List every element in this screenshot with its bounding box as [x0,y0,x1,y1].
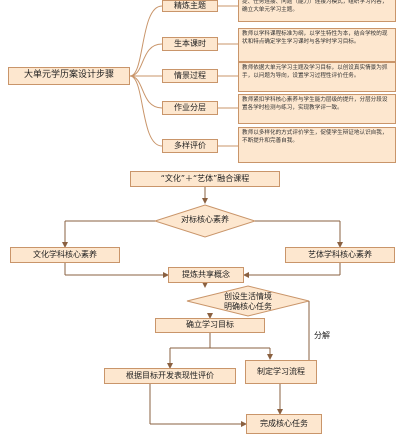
step-scenario-process-desc: 教师依据大单元学习主题及学习目标，以创设真实情景为抓手，以问题为导向，设置学习过… [238,62,396,92]
step-scenario-process: 情景过程 [162,69,218,83]
plan-learning-process: 制定学习流程 [245,360,317,384]
diamond-line-2: 明确核心任务 [224,302,272,311]
fusion-course-node: “文化”＋“艺体”融合课程 [130,171,280,187]
develop-performance-eval: 根据目标开发表现性评价 [104,368,236,384]
culture-core-literacy: 文化学科核心素养 [10,247,120,263]
complete-core-task: 完成核心任务 [246,414,322,434]
step-student-lesson: 生本课时 [162,37,218,51]
step-layered-homework-desc: 教师紧扣学科核心素养与学生能力层级的提升，分层分段设置各学时检测与练习，实现教学… [238,94,396,124]
diamond-life-scenario: 创设生活情境 明确核心任务 [203,292,293,312]
step-diverse-evaluation: 多样评价 [162,139,218,153]
step-diverse-evaluation-desc: 教师以多样化的方式评价学生，促使学生辩证地认识自我，不断提升和完善自我。 [238,127,396,163]
arts-core-literacy: 艺体学科核心素养 [285,247,395,263]
decompose-label: 分解 [314,331,330,340]
step-refine-theme-desc: 提、任务连接、问题（能力）连接为模式，组织学习内容，确立大单元学习主题。 [238,0,396,22]
step-layered-homework: 作业分层 [162,101,218,115]
refine-shared-concept: 提炼共享概念 [168,267,244,283]
diamond-core-literacy: 对标核心素养 [181,215,229,224]
step-student-lesson-desc: 教师以学科课程标准为纲，以学生特性为本，结合学校的现状和特点确定学生学习课时与各… [238,28,396,62]
root-node: 大单元学历案设计步骤 [8,67,130,85]
diamond-line-1: 创设生活情境 [224,292,272,301]
step-refine-theme: 精炼主题 [162,0,218,12]
set-learning-goal: 确立学习目标 [155,318,265,333]
